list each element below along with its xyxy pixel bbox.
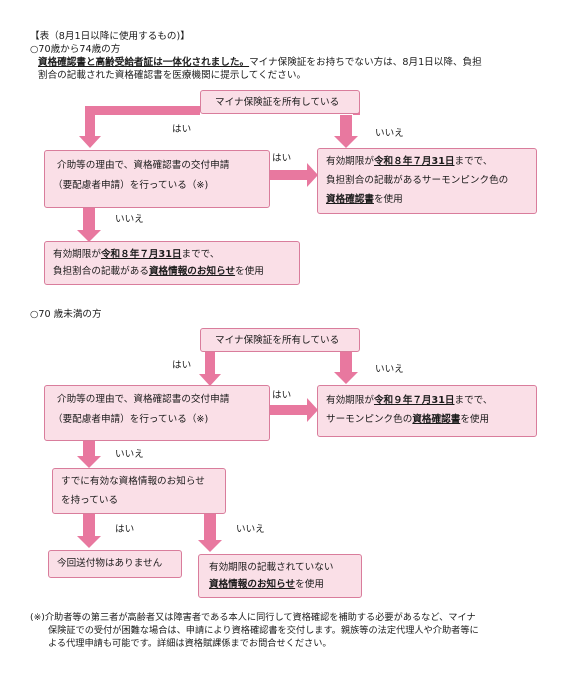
flow2-yes-l1-post: までで、 (454, 395, 493, 406)
footnote-line-1: (※)介助者等の第三者が高齢者又は障害者である本人に同行して資格確認を補助する必… (30, 612, 476, 623)
flow1-yes-result-line2: 負担割合の記載があるサーモンピンク色の (326, 175, 509, 186)
flow1-yes-l1-pre: 有効期限が (326, 156, 374, 167)
arrow-flow2-yes-down (199, 346, 221, 386)
flow1-yes-result-line3: 資格確認書を使用 (326, 191, 403, 208)
flow2-has-myna-card-box: マイナ保険証を所有している (200, 328, 360, 352)
flow1-no-l2-bold: 資格情報のお知らせ (148, 266, 236, 277)
flow1-no-l2-pre: 負担割合の記載がある (53, 266, 149, 277)
flow2-question2-line1: すでに有効な資格情報のお知らせ (61, 476, 205, 487)
notice-bold: 資格確認書と高齢受給者証は一体化されました。 (38, 57, 250, 68)
flow2-yes-result-line2: サーモンピンク色の資格確認書を使用 (326, 411, 489, 428)
flow1-yes-l1-date: 令和８年７月31日 (373, 156, 455, 167)
flow2-yes-l2-bold: 資格確認書 (412, 414, 461, 425)
flow1-question-line2: （要配慮者申請）を行っている（※) (53, 180, 209, 191)
flow1-no-l1-pre: 有効期限が (53, 249, 101, 260)
flow1-no-result-box: 有効期限が令和８年７月31日までで、 負担割合の記載がある資格情報のお知らせを使… (44, 241, 300, 285)
flow2-yes-result-box: 有効期限が令和９年７月31日までで、 サーモンピンク色の資格確認書を使用 (317, 385, 537, 437)
flow1-no-l1-post: までで、 (181, 249, 220, 260)
arrow-flow2-yes-right (270, 398, 318, 422)
flow1-yes-label-left: はい (172, 124, 192, 135)
flow1-yes-label-mid: はい (272, 153, 292, 164)
flow2-q2-no-result-box: 有効期限の記載されていない 資格情報のお知らせを使用 (198, 554, 362, 598)
section-70-74-heading: ○70歳から74歳の方 (30, 44, 121, 55)
flow2-arrows (77, 336, 358, 552)
flow2-question-box: 介助等の理由で、資格確認書の交付申請 （要配慮者申請）を行っている（※) (44, 385, 270, 441)
flow2-question-line1: 介助等の理由で、資格確認書の交付申請 (57, 394, 230, 405)
flow2-q2-yes-result-box: 今回送付物はありません (48, 550, 182, 578)
flow2-q2-no-label: いいえ (236, 524, 265, 535)
flow2-question2-line2: を持っている (61, 495, 119, 506)
flow2-yes-l1-date: 令和９年７月31日 (373, 395, 455, 406)
flow2-q2-no-l2-bold: 資格情報のお知らせ (209, 579, 296, 590)
flow2-q2-no-result-line1: 有効期限の記載されていない (209, 562, 334, 573)
flow1-yes-result-box: 有効期限が令和８年７月31日までで、 負担割合の記載があるサーモンピンク色の 資… (317, 148, 537, 214)
footnote-line-3: よる代理申請も可能です。詳細は資格賦課係までお問合せください。 (48, 638, 332, 649)
flow1-no-result-line1: 有効期限が令和８年７月31日までで、 (53, 246, 219, 263)
flow1-yes-l3-bold: 資格確認書 (326, 194, 374, 205)
flow2-question2-box: すでに有効な資格情報のお知らせ を持っている (52, 468, 226, 514)
flow1-has-myna-card-text: マイナ保険証を所有している (215, 97, 340, 108)
arrow-flow2-q2-yes (77, 514, 101, 548)
arrow-flow1-yes-down (79, 115, 101, 148)
flow2-q2-no-result-line2: 資格情報のお知らせを使用 (209, 576, 324, 593)
flow1-no-l1-date: 令和８年７月31日 (100, 249, 182, 260)
flow1-has-myna-card-box: マイナ保険証を所有している (200, 90, 360, 114)
notice-line-1: 資格確認書と高齢受給者証は一体化されました。マイナ保険証をお持ちでない方は、8月… (38, 56, 482, 69)
flow2-yes-label-mid: はい (272, 390, 292, 401)
flow1-no-result-line2: 負担割合の記載がある資格情報のお知らせを使用 (53, 263, 264, 280)
arrow-flow1-top-left-connector (85, 106, 200, 115)
arrow-flow2-no-down (334, 346, 358, 384)
flow1-question-line1: 介助等の理由で、資格確認書の交付申請 (57, 160, 230, 171)
flow2-yes-l2-post: を使用 (460, 414, 490, 425)
flow2-yes-label-left: はい (172, 360, 192, 371)
flow1-no-label-down: いいえ (115, 214, 144, 225)
arrow-flow2-q2-no (198, 514, 222, 552)
arrow-flow2-no-down-q2 (77, 441, 101, 468)
arrow-flow1-no-down-bottom (77, 207, 101, 242)
flow2-q2-yes-result-text: 今回送付物はありません (57, 558, 163, 569)
flow2-no-label-down: いいえ (115, 449, 144, 460)
flow1-yes-result-line1: 有効期限が令和８年７月31日までで、 (326, 153, 492, 170)
arrow-flow1-no-down (334, 115, 358, 148)
flow1-yes-l1-post: までで、 (454, 156, 493, 167)
notice-line-2: 割合の記載された資格確認書を医療機関に提示してください。 (38, 70, 307, 81)
flow1-no-l2-post: を使用 (235, 266, 264, 277)
notice-rest: マイナ保険証をお持ちでない方は、8月1日以降、負担 (249, 57, 482, 68)
arrow-flow1-yes-right (270, 163, 318, 187)
flow1-yes-l3-post: を使用 (373, 194, 403, 205)
flow2-question-line2: （要配慮者申請）を行っている（※) (53, 414, 209, 425)
flow2-q2-yes-label: はい (115, 524, 135, 535)
flow2-has-myna-card-text: マイナ保険証を所有している (215, 335, 340, 346)
flow1-no-label-top: いいえ (375, 128, 404, 139)
flow2-yes-result-line1: 有効期限が令和９年７月31日までで、 (326, 392, 492, 409)
footnote-line-2: 保険証での受付が困難な場合は、申請により資格確認書を交付します。親族等の法定代理… (48, 625, 479, 636)
flow2-no-label-top: いいえ (375, 364, 404, 375)
flow2-yes-l1-pre: 有効期限が (326, 395, 374, 406)
flow2-yes-l2-pre: サーモンピンク色の (326, 414, 413, 425)
table-title: 【表（8月1日以降に使用するもの)】 (30, 31, 190, 42)
flow1-question-box: 介助等の理由で、資格確認書の交付申請 （要配慮者申請）を行っている（※) (44, 150, 270, 208)
flow2-q2-no-l2-post: を使用 (295, 579, 324, 590)
section-under-70-heading: ○70 歳未満の方 (30, 309, 102, 320)
